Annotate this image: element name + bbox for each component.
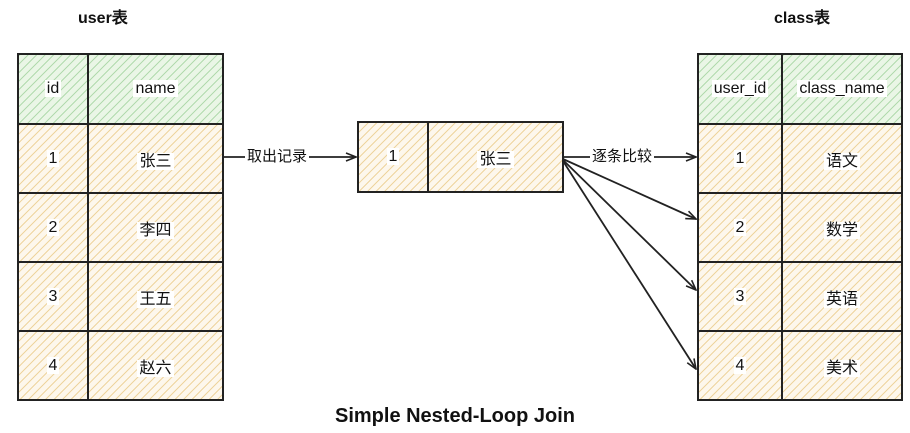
table-row: 4 赵六 bbox=[17, 330, 224, 401]
compare-arrow-3 bbox=[562, 159, 696, 290]
table-cell: 语文 bbox=[781, 123, 903, 194]
table-row: 4 美术 bbox=[697, 330, 903, 401]
table-row: 3 王五 bbox=[17, 261, 224, 332]
header-cell: name bbox=[87, 53, 224, 125]
table-cell: 王五 bbox=[87, 261, 224, 332]
table-cell: 4 bbox=[697, 330, 783, 401]
table-cell: 英语 bbox=[781, 261, 903, 332]
record-cell: 1 bbox=[357, 121, 429, 193]
record-row: 1 张三 bbox=[357, 121, 564, 193]
table-row: 2 李四 bbox=[17, 192, 224, 263]
table-cell: 张三 bbox=[87, 123, 224, 194]
compare-arrow-2 bbox=[562, 158, 696, 219]
table-cell: 2 bbox=[697, 192, 783, 263]
table-cell: 赵六 bbox=[87, 330, 224, 401]
class-table-title: class表 bbox=[774, 10, 831, 27]
user-table-title: user表 bbox=[78, 10, 128, 27]
table-row: 1 语文 bbox=[697, 123, 903, 194]
user-table: id name 1 张三 2 李四 3 王五 4 赵六 bbox=[17, 53, 224, 401]
table-row: 3 英语 bbox=[697, 261, 903, 332]
table-header-row: id name bbox=[17, 53, 224, 125]
table-cell: 2 bbox=[17, 192, 89, 263]
fetch-label: 取出记录 bbox=[245, 148, 310, 166]
table-cell: 3 bbox=[697, 261, 783, 332]
table-cell: 4 bbox=[17, 330, 89, 401]
table-row: 1 张三 bbox=[17, 123, 224, 194]
table-cell: 1 bbox=[17, 123, 89, 194]
diagram-caption: Simple Nested-Loop Join bbox=[334, 405, 576, 427]
table-header-row: user_id class_name bbox=[697, 53, 903, 125]
class-table: user_id class_name 1 语文 2 数学 3 英语 4 美术 bbox=[697, 53, 903, 401]
compare-label: 逐条比较 bbox=[590, 148, 655, 166]
table-row: 2 数学 bbox=[697, 192, 903, 263]
compare-arrow-4 bbox=[562, 160, 696, 369]
header-cell: class_name bbox=[781, 53, 903, 125]
header-cell: user_id bbox=[697, 53, 783, 125]
table-cell: 美术 bbox=[781, 330, 903, 401]
table-cell: 1 bbox=[697, 123, 783, 194]
table-cell: 3 bbox=[17, 261, 89, 332]
table-cell: 数学 bbox=[781, 192, 903, 263]
fetched-record: 1 张三 bbox=[357, 121, 564, 193]
header-cell: id bbox=[17, 53, 89, 125]
record-cell: 张三 bbox=[427, 121, 564, 193]
table-cell: 李四 bbox=[87, 192, 224, 263]
